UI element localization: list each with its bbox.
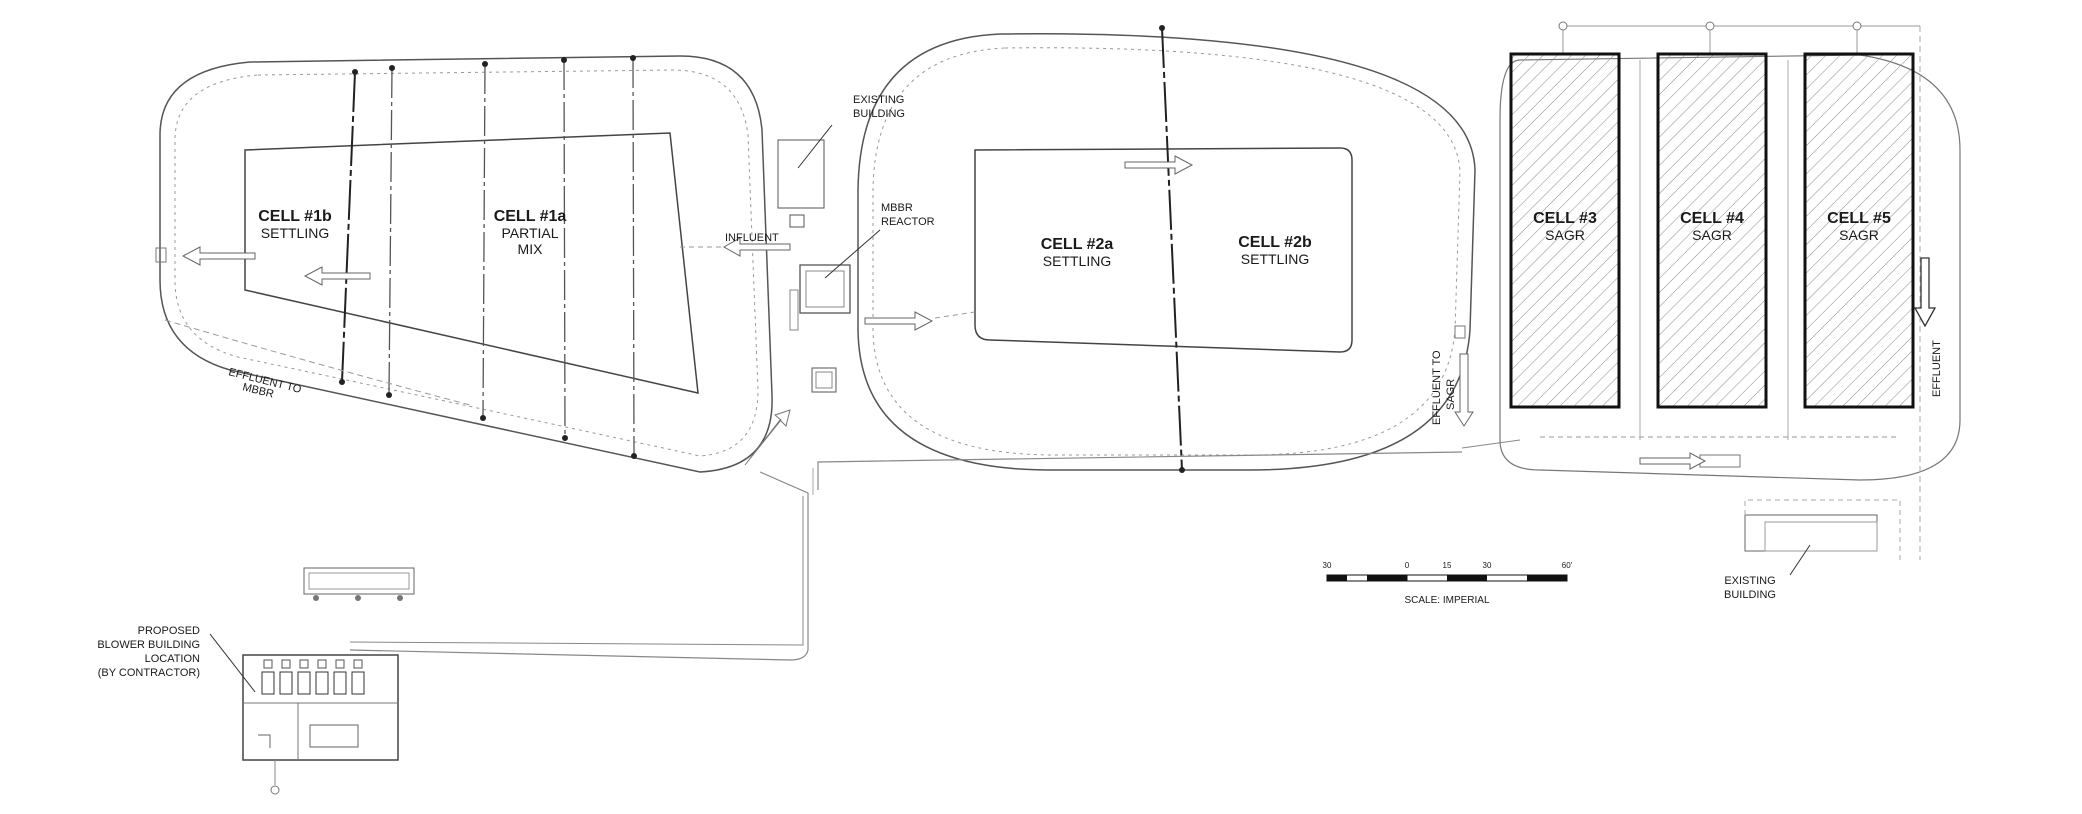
cell-1b-title: CELL #1b [258, 208, 332, 225]
existing-building-right-label-line2: BUILDING [1724, 589, 1776, 601]
cell-2b-title: CELL #2b [1238, 234, 1312, 251]
scale-bar [1326, 574, 1568, 582]
blower-building-label-line4: (BY CONTRACTOR) [98, 667, 200, 679]
cell-4-title: CELL #4 [1680, 210, 1744, 227]
effluent-label: EFFLUENT [1931, 340, 1943, 397]
blower-building-label-line2: BLOWER BUILDING [97, 639, 200, 651]
mbbr-reactor-label-line2: REACTOR [881, 216, 935, 228]
cell-1b-subtitle: SETTLING [261, 225, 329, 241]
cell-5-title: CELL #5 [1827, 210, 1891, 227]
blower-building-label-line3: LOCATION [145, 653, 200, 665]
scale-tick-label: 60' [1562, 561, 1573, 570]
cell-1a-subtitle-line2: MIX [518, 241, 544, 257]
scale-tick-label: 0 [1405, 561, 1410, 570]
scale-tick-label: 15 [1443, 561, 1452, 570]
scale-caption: SCALE: IMPERIAL [1404, 595, 1489, 606]
scale-tick-label: 30 [1483, 561, 1492, 570]
existing-building-top-label-line2: BUILDING [853, 108, 905, 120]
cell-1-lagoon [155, 55, 773, 473]
cell-3-title: CELL #3 [1533, 210, 1597, 227]
cell-3-subtitle: SAGR [1545, 227, 1585, 243]
cell-5-subtitle: SAGR [1839, 227, 1879, 243]
cell-2-lagoon [857, 25, 1476, 473]
blower-building-label-line1: PROPOSED [138, 625, 200, 637]
existing-building-right-label-line1: EXISTING [1724, 575, 1775, 587]
existing-building-top-label-line1: EXISTING [853, 94, 904, 106]
effluent-to-sagr-label-line1: EFFLUENT TO [1431, 350, 1443, 425]
influent-label: INFLUENT [725, 232, 779, 244]
cell-2a-subtitle: SETTLING [1043, 253, 1111, 269]
effluent-to-sagr-label-line2: SAGR [1445, 379, 1457, 410]
sagr-area [1454, 21, 1961, 576]
cell-2b-subtitle: SETTLING [1241, 251, 1309, 267]
mbbr-reactor-label-line1: MBBR [881, 202, 913, 214]
scale-tick-label: 30 [1323, 561, 1332, 570]
blower-building [209, 567, 415, 795]
mbbr-area [349, 124, 1521, 661]
cell-1a-title: CELL #1a [494, 208, 567, 225]
cell-1a-subtitle-line1: PARTIAL [501, 225, 558, 241]
cell-4-subtitle: SAGR [1692, 227, 1732, 243]
cell-2a-title: CELL #2a [1041, 236, 1114, 253]
